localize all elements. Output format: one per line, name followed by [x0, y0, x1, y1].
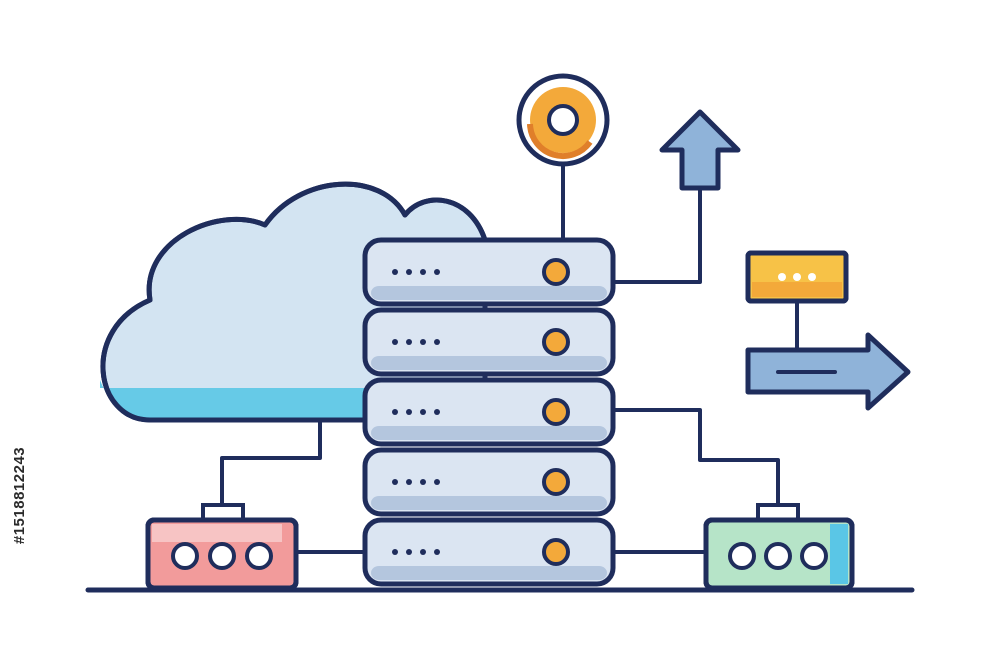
indicator-dot [392, 269, 398, 275]
indicator-dot [392, 339, 398, 345]
indicator-dot [434, 409, 440, 415]
indicator-dot [434, 549, 440, 555]
status-light [542, 398, 570, 426]
indicator-dot [392, 409, 398, 415]
server-unit [362, 237, 616, 307]
status-light [542, 538, 570, 566]
indicator-dot [406, 409, 412, 415]
indicator-dot [434, 269, 440, 275]
indicator-dot [392, 479, 398, 485]
indicator-dot [406, 479, 412, 485]
indicator-dot [420, 269, 426, 275]
indicator-dot [420, 549, 426, 555]
indicator-dot [406, 269, 412, 275]
stock-id-text: #1518812243 [11, 446, 29, 544]
right-arrow-icon [745, 332, 911, 411]
indicator-dot [434, 479, 440, 485]
indicator-dot [434, 339, 440, 345]
message-icon [745, 250, 849, 304]
server-unit [362, 377, 616, 447]
target-icon [516, 73, 610, 167]
server-unit [362, 517, 616, 587]
indicator-dot [406, 339, 412, 345]
indicator-dot [420, 479, 426, 485]
connection-lines [220, 158, 799, 554]
server-unit [362, 307, 616, 377]
server-stack-icon [362, 237, 616, 587]
status-light [542, 328, 570, 356]
stock-id-watermark: #1518812243 [8, 420, 32, 570]
indicator-dot [420, 409, 426, 415]
green-device-icon [703, 503, 855, 591]
red-device-icon [145, 503, 299, 591]
indicator-dot [392, 549, 398, 555]
indicator-dot [406, 549, 412, 555]
status-light [542, 258, 570, 286]
upload-arrow-icon [659, 109, 741, 191]
status-light [542, 468, 570, 496]
server-unit [362, 447, 616, 517]
indicator-dot [420, 339, 426, 345]
